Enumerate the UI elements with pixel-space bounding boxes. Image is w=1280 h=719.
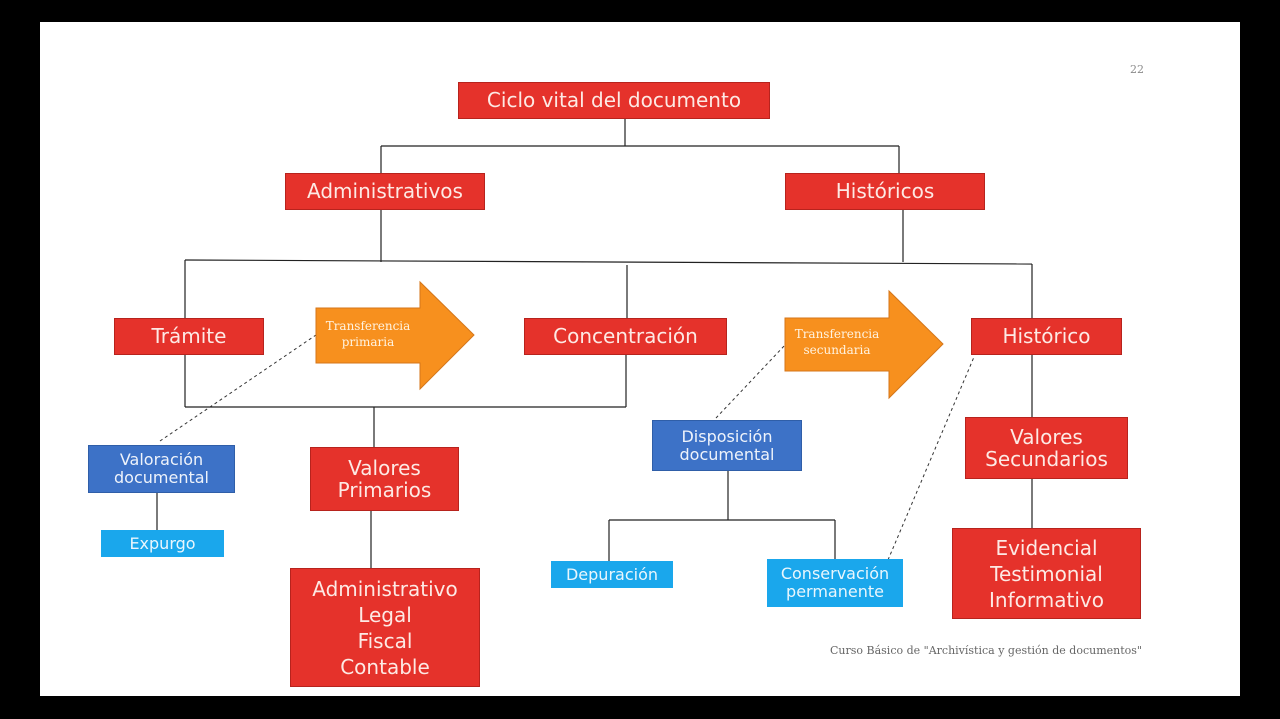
- node-expurgo: Expurgo: [101, 530, 224, 557]
- node-disposicion-documental: Disposición documental: [652, 420, 802, 471]
- node-valores-primarios-list: Administrativo Legal Fiscal Contable: [290, 568, 480, 687]
- transfer-secondary-label: Transferencia secundaria: [794, 327, 880, 357]
- node-valores-primarios: Valores Primarios: [310, 447, 459, 511]
- node-concentracion: Concentración: [524, 318, 727, 355]
- node-historico: Histórico: [971, 318, 1122, 355]
- node-administrativos: Administrativos: [285, 173, 485, 210]
- node-historicos: Históricos: [785, 173, 985, 210]
- root-node: Ciclo vital del documento: [458, 82, 770, 119]
- node-valoracion-documental: Valoración documental: [88, 445, 235, 493]
- node-valores-secundarios: Valores Secundarios: [965, 417, 1128, 479]
- transfer-primary-label: Transferencia primaria: [325, 319, 411, 349]
- node-valores-secundarios-list: Evidencial Testimonial Informativo: [952, 528, 1141, 619]
- page-number: 22: [1130, 63, 1144, 76]
- node-conservacion-permanente: Conservación permanente: [767, 559, 903, 607]
- slide-footer: Curso Básico de "Archivística y gestión …: [830, 644, 1142, 657]
- node-depuracion: Depuración: [551, 561, 673, 588]
- node-tramite: Trámite: [114, 318, 264, 355]
